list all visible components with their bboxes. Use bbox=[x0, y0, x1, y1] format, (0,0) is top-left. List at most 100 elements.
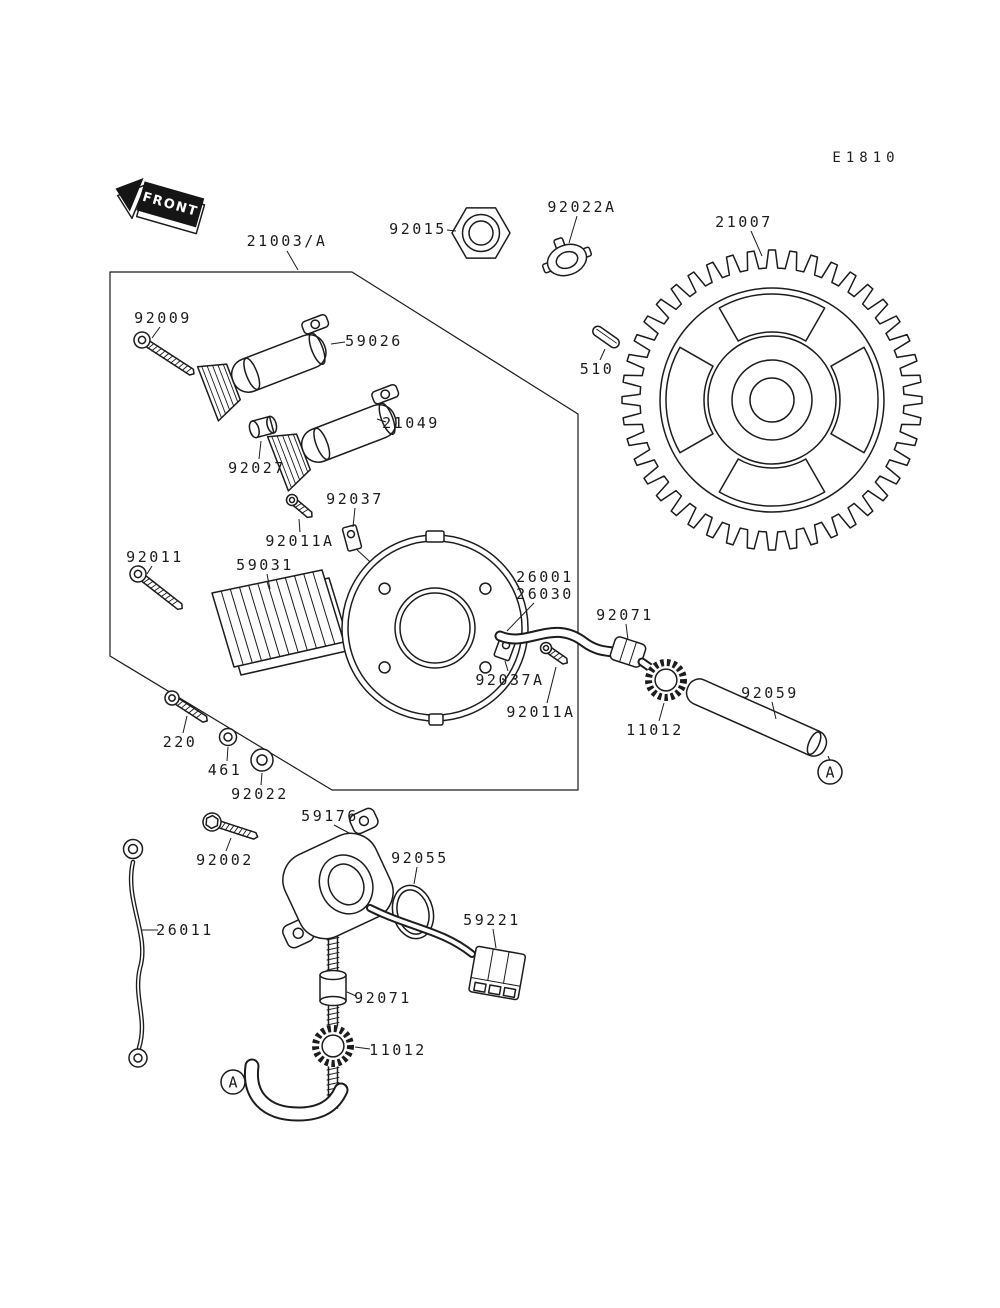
part-number-label: 92002 bbox=[196, 851, 254, 869]
label-leader-line bbox=[625, 623, 629, 641]
part-number-label: 26030 bbox=[516, 585, 574, 603]
part-number-label: 92015 bbox=[389, 220, 447, 238]
part-number-label: 26011 bbox=[156, 921, 214, 939]
label-leader-line bbox=[298, 518, 301, 533]
part-number-label: 92037A bbox=[475, 671, 544, 689]
detail-marker-letter: A bbox=[825, 764, 834, 782]
part-number-label: 11012 bbox=[369, 1041, 427, 1059]
bolt-92002 bbox=[202, 812, 259, 840]
part-labels: 21003/A 92015 92022A 21007 92009 59026 510 2104… bbox=[126, 198, 799, 1059]
detail-marker-a: A bbox=[220, 1069, 246, 1095]
part-number-label: 59221 bbox=[463, 911, 521, 929]
outlet-elbow-tube bbox=[243, 1058, 349, 1122]
label-leader-line bbox=[260, 772, 263, 786]
front-banner bbox=[136, 181, 205, 228]
label-leader-line bbox=[352, 507, 356, 528]
sheet-code: E1810 bbox=[832, 150, 899, 166]
cap-nut-11012-lower bbox=[312, 1025, 354, 1067]
ignition-coil-59026 bbox=[196, 313, 330, 422]
part-number-label: 220 bbox=[163, 733, 198, 751]
screw-92011A-lower bbox=[539, 641, 569, 665]
washer-92022 bbox=[250, 748, 274, 772]
label-leader-line bbox=[330, 341, 346, 345]
ground-lead-26011 bbox=[122, 838, 148, 1068]
part-number-label: 92022 bbox=[231, 785, 289, 803]
part-number-label: 21007 bbox=[715, 213, 773, 231]
part-number-label: 21003/A bbox=[247, 232, 328, 250]
label-leader-line bbox=[599, 348, 606, 361]
front-arrowhead bbox=[115, 177, 144, 212]
front-direction-arrow: FRONT bbox=[115, 177, 206, 235]
part-number-label: 461 bbox=[208, 761, 243, 779]
label-leader-line bbox=[446, 229, 457, 232]
flywheel-gear-21007 bbox=[621, 249, 923, 551]
part-number-label: 92027 bbox=[228, 459, 286, 477]
label-leader-line bbox=[333, 824, 350, 834]
screw-92011A-upper bbox=[285, 493, 313, 519]
part-number-label: 92011A bbox=[506, 703, 575, 721]
part-number-label: 92055 bbox=[391, 849, 449, 867]
assembly-boundary-box bbox=[109, 271, 579, 791]
label-leader-line bbox=[354, 1046, 371, 1050]
label-leader-line bbox=[413, 866, 418, 885]
detail-marker-letter: A bbox=[228, 1074, 237, 1092]
screw-92009 bbox=[133, 331, 195, 376]
clamp-92037 bbox=[341, 524, 363, 552]
tab-washer-92022A bbox=[541, 237, 593, 277]
part-number-label: 59026 bbox=[345, 332, 403, 350]
label-leader-line bbox=[266, 573, 271, 590]
cap-nut-11012-upper bbox=[645, 659, 687, 701]
label-leader-line bbox=[504, 660, 509, 672]
stator-plate-26001 bbox=[341, 530, 529, 726]
grommet-92071-upper bbox=[609, 636, 647, 668]
label-leader-line bbox=[546, 666, 557, 704]
part-number-label: 92071 bbox=[354, 989, 412, 1007]
collar-92071-lower bbox=[319, 969, 347, 1007]
part-number-label: 92009 bbox=[134, 309, 192, 327]
ring-terminal bbox=[122, 838, 144, 860]
label-leader-line bbox=[506, 602, 535, 632]
part-number-label: 59031 bbox=[236, 556, 294, 574]
label-leader-line bbox=[146, 565, 153, 575]
label-leader-line bbox=[151, 326, 161, 339]
nut-461 bbox=[218, 727, 238, 747]
label-leader-line bbox=[258, 440, 262, 460]
pickup-stem-thread bbox=[326, 935, 340, 1109]
regulator-59031 bbox=[211, 569, 352, 676]
label-leader-line bbox=[658, 702, 665, 722]
part-drawings: AA bbox=[109, 207, 923, 1122]
label-leader-line bbox=[750, 230, 763, 257]
part-number-label: 21049 bbox=[382, 414, 440, 432]
part-number-label: 92059 bbox=[741, 684, 799, 702]
label-leader-line bbox=[226, 746, 229, 762]
screw-220 bbox=[164, 690, 208, 723]
label-leader-line bbox=[182, 715, 188, 734]
part-number-label: 92071 bbox=[596, 606, 654, 624]
woodruff-key-510 bbox=[592, 325, 620, 349]
part-number-label: 92022A bbox=[547, 198, 616, 216]
collar-92027 bbox=[248, 415, 278, 439]
part-number-label: 59176 bbox=[301, 807, 359, 825]
part-number-label: 510 bbox=[580, 360, 615, 378]
part-number-label: 92011A bbox=[265, 532, 334, 550]
label-leader-line bbox=[771, 701, 777, 720]
hex-nut-92015 bbox=[451, 207, 511, 259]
connector-59221 bbox=[468, 945, 527, 1001]
ignition-coil-21049 bbox=[266, 383, 400, 492]
screw-92011 bbox=[129, 565, 183, 611]
part-number-label: 92037 bbox=[326, 490, 384, 508]
detail-marker-a: A bbox=[817, 759, 843, 785]
label-leader-line bbox=[225, 837, 232, 852]
label-leader-line bbox=[286, 250, 299, 271]
label-leader-line bbox=[346, 991, 357, 997]
sleeve-92059 bbox=[685, 678, 828, 757]
pickup-coil-59176 bbox=[282, 807, 394, 949]
label-leader-line bbox=[376, 418, 387, 423]
part-number-label: 11012 bbox=[626, 721, 684, 739]
label-leader-line bbox=[568, 215, 578, 244]
part-number-label: 92011 bbox=[126, 548, 184, 566]
pickup-cable bbox=[366, 904, 476, 958]
ring-terminal bbox=[128, 1048, 148, 1068]
